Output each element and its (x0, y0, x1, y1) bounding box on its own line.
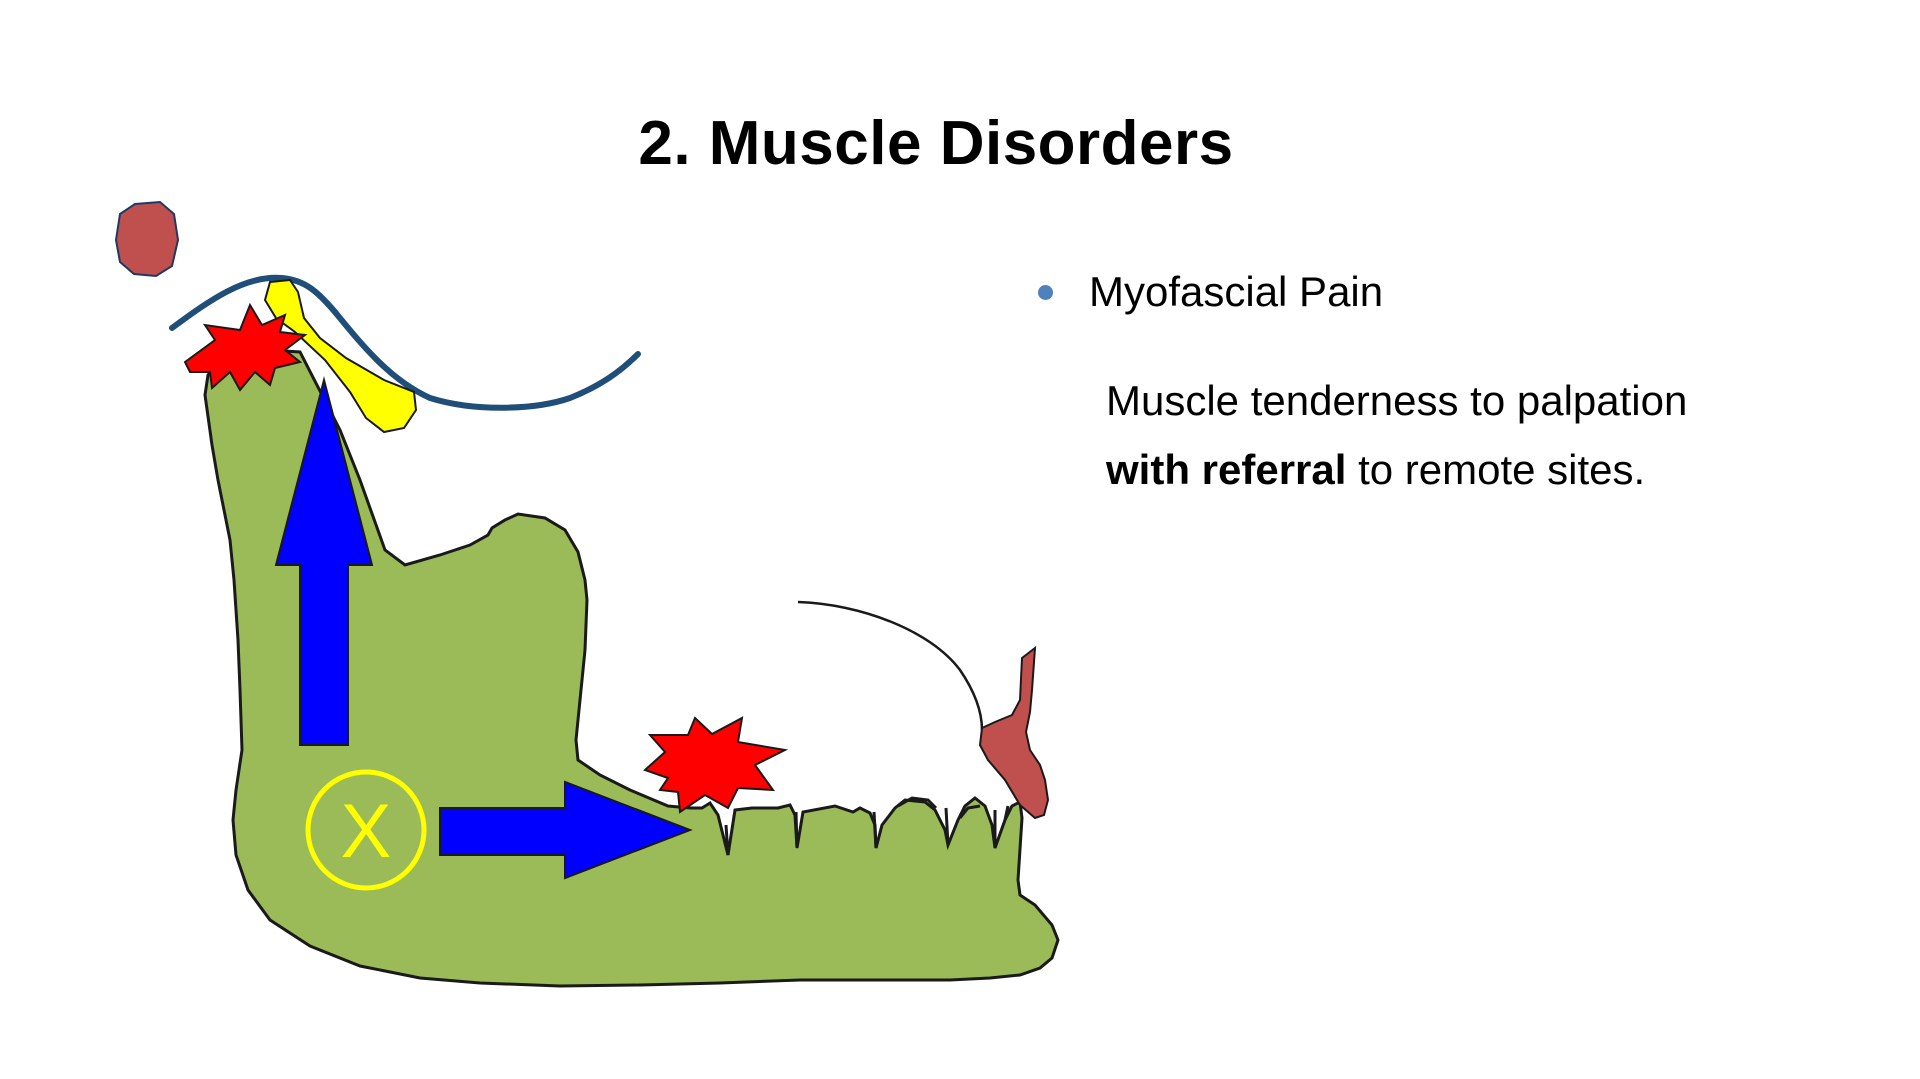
articular-disc (263, 278, 418, 434)
description-rest: to remote sites. (1346, 446, 1646, 493)
forward-arrow (439, 780, 693, 880)
tooth-crown-detail (897, 796, 981, 819)
pain-burst-molar (643, 716, 789, 814)
upward-arrow (274, 376, 374, 746)
description-bold: with referral (1106, 446, 1347, 493)
description-line-1: Muscle tenderness to palpation (1106, 377, 1688, 424)
upper-incisor-bone (978, 645, 1050, 820)
bullet-item: Myofascial Pain (1038, 268, 1383, 316)
trigger-point-circle (305, 769, 427, 891)
trigger-point-marker: X (341, 789, 392, 874)
mandible-shape (203, 343, 1060, 988)
skull-bone-shape (114, 200, 180, 278)
lip-curve (797, 600, 984, 731)
description: Muscle tenderness to palpation with refe… (1106, 366, 1687, 504)
slide-title: 2. Muscle Disorders (638, 109, 1234, 178)
tooth-outlines (724, 805, 1010, 856)
bullet-dot-icon (1038, 284, 1053, 300)
fossa-line (169, 274, 641, 411)
description-line-2: with referral to remote sites. (1106, 435, 1687, 504)
pain-burst-condyle (183, 302, 308, 392)
bullet-label: Myofascial Pain (1089, 268, 1384, 315)
